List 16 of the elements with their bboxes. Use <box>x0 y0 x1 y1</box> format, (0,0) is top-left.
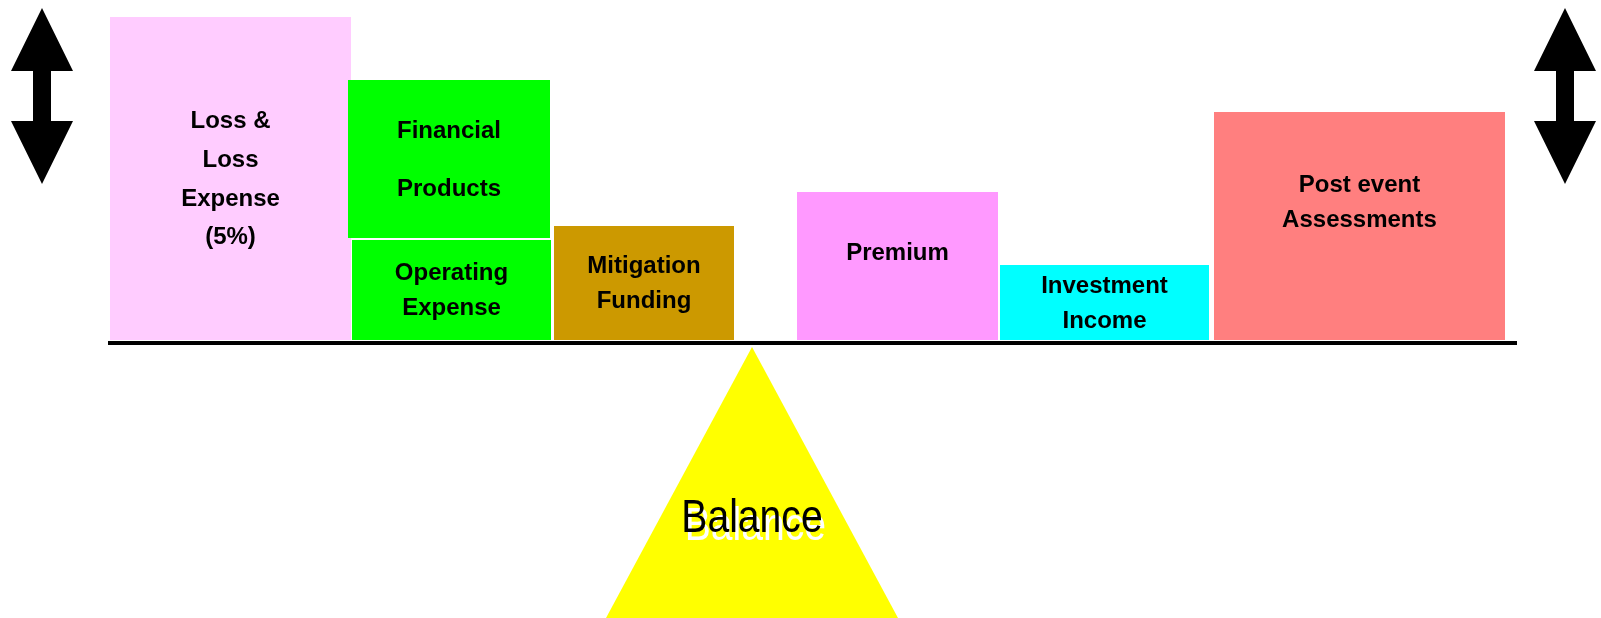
revenue-block <box>1214 112 1505 340</box>
cost-block <box>352 240 551 340</box>
revenue-block <box>1000 265 1209 340</box>
fulcrum-triangle <box>606 347 898 618</box>
cost-block <box>110 17 351 340</box>
block-label: Post event Assessments <box>1281 169 1438 234</box>
block-label: Financial Products <box>396 115 502 203</box>
cost-block <box>554 226 734 340</box>
revenue-block <box>797 192 998 340</box>
fulcrum-label: Balance <box>681 489 823 543</box>
block-label: Operating Expense <box>393 257 510 322</box>
block-label: Investment Income <box>1040 269 1169 335</box>
block-label: Mitigation Funding <box>586 250 702 315</box>
block-label: Loss & Loss Expense (5%) <box>180 104 281 252</box>
block-label: Premium <box>845 237 950 268</box>
cost-block <box>348 80 550 238</box>
